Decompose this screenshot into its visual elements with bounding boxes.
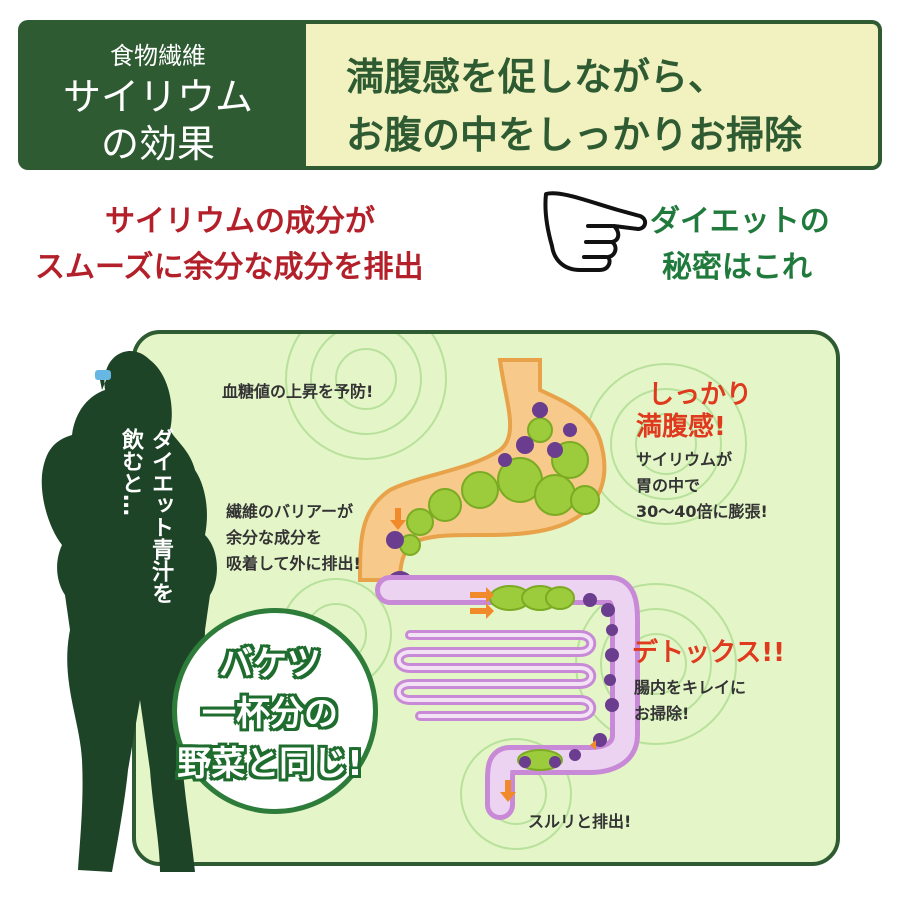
detox-heading: デトックス!! [632, 638, 785, 668]
note-fiber-line3: 吸着して外に排出! [226, 554, 361, 573]
satiety-body-2: 胃の中で [636, 476, 701, 495]
header-banner: 食物繊維 サイリウム の効果 満腹感を促しながら、 お腹の中をしっかりお掃除 [18, 20, 882, 170]
note-fiber-line1: 繊維のバリアーが [226, 502, 354, 521]
woman-silhouette [41, 351, 217, 872]
detox-body-2: お掃除! [634, 704, 690, 723]
pointing-hand-icon [543, 191, 647, 272]
subtitle-line1: サイリウムの成分が [105, 204, 375, 239]
silhouette-text-aojiru: ダイエット青汁を [148, 428, 173, 604]
diet-secret-line1: ダイエットの [650, 204, 830, 239]
intestine-germs [519, 593, 619, 768]
note-excrete: スルリと排出! [528, 812, 632, 831]
bucket-badge [172, 608, 378, 814]
bucket-line1: バケツ [219, 644, 321, 684]
note-blood-sugar: 血糖値の上昇を予防! [222, 382, 374, 401]
satiety-heading-1: しっかり [648, 380, 753, 410]
subtitle-line2: スムーズに余分な成分を排出 [35, 250, 424, 285]
bucket-line2: 一杯分の [202, 694, 338, 734]
header-title-line1: サイリウム [62, 75, 253, 119]
drink-bottle-icon [95, 370, 111, 380]
intestine-illustration [375, 575, 640, 820]
header-description-block: 満腹感を促しながら、 お腹の中をしっかりお掃除 [306, 24, 878, 166]
intestine-fiber [489, 585, 575, 771]
flow-arrows [390, 508, 596, 802]
silhouette-text-drink: 飲むと… [118, 428, 143, 516]
illustration-area: 飲むと… ダイエット青汁を バケツ 一杯分の 野菜と同じ! 血糖値の上昇を予防!… [0, 300, 900, 900]
bucket-line3: 野菜と同じ! [177, 744, 363, 784]
note-fiber-line2: 余分な成分を [226, 528, 323, 547]
diet-secret-line2: 秘密はこれ [662, 250, 812, 285]
satiety-body-1: サイリウムが [636, 450, 733, 469]
detox-body-1: 腸内をキレイに [634, 678, 747, 697]
header-desc-line1: 満腹感を促しながら、 [346, 55, 727, 99]
header-small-label: 食物繊維 [110, 42, 206, 70]
fiber-blobs [399, 417, 600, 556]
digestive-system-illustration [41, 351, 640, 872]
header-title-line2: の効果 [100, 122, 215, 166]
header-title-block: 食物繊維 サイリウム の効果 [18, 20, 298, 170]
header-desc-line2: お腹の中をしっかりお掃除 [346, 113, 803, 157]
satiety-heading-2: 満腹感! [636, 412, 726, 442]
satiety-body-3: 30〜40倍に膨張! [636, 502, 768, 521]
